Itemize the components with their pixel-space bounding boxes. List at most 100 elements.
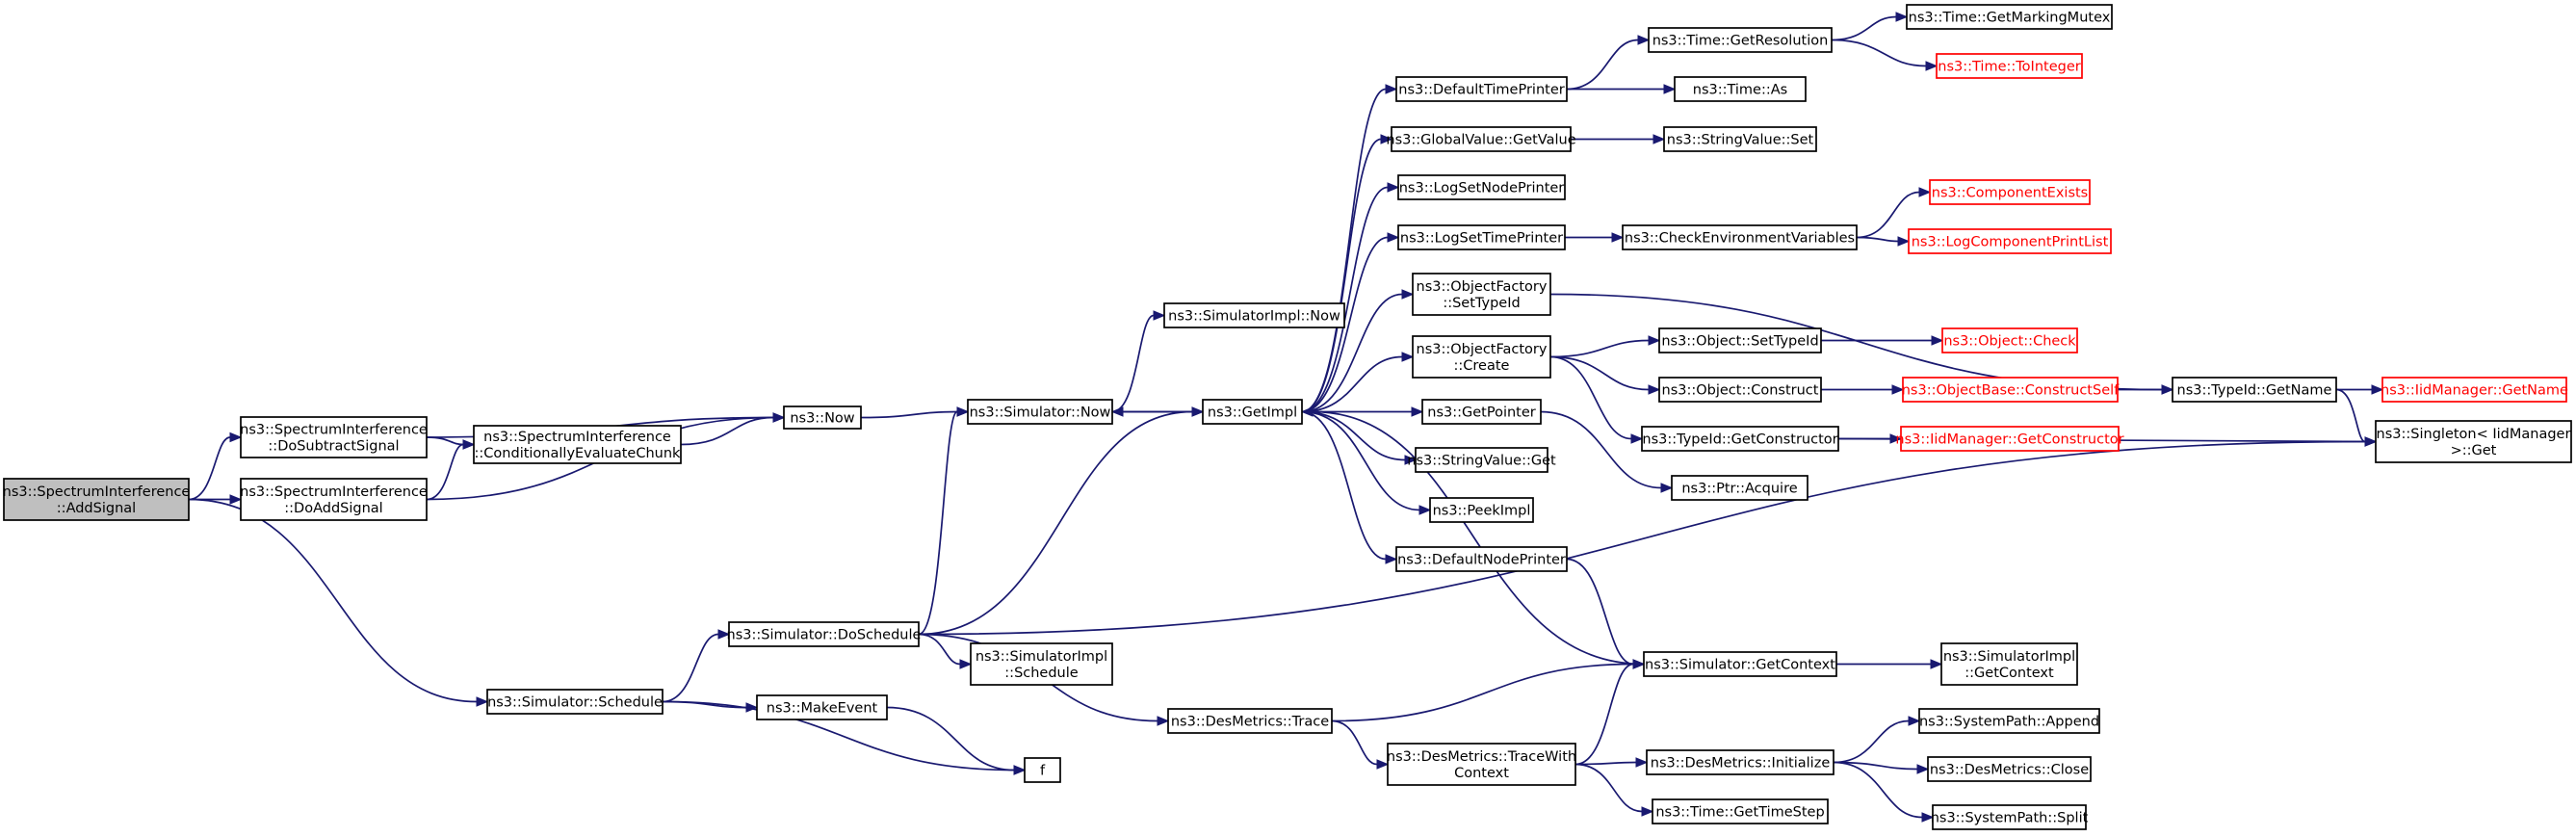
edge-arrowhead — [772, 412, 786, 423]
node-box — [486, 689, 664, 715]
node-now[interactable]: ns3::Now — [783, 405, 862, 430]
node-make-event[interactable]: ns3::MakeEvent — [756, 694, 888, 720]
node-objectbase-constructself[interactable]: ns3::ObjectBase::ConstructSelf — [1902, 377, 2120, 403]
node-add-signal[interactable]: ns3::SpectrumInterference::AddSignal — [3, 478, 191, 521]
node-label: ns3::StringValue::Get — [1407, 454, 1556, 469]
node-get-pointer[interactable]: ns3::GetPointer — [1421, 399, 1542, 425]
call-edge-get_impl-to-log_set_node_printer — [1301, 182, 1400, 413]
node-objfactory-create[interactable]: ns3::ObjectFactory::Create — [1412, 335, 1551, 379]
node-do-add[interactable]: ns3::SpectrumInterference::DoAddSignal — [240, 478, 428, 521]
node-desmetrics-close[interactable]: ns3::DesMetrics::Close — [1927, 756, 2092, 782]
call-edge-default_time_printer-to-time_as — [1567, 84, 1677, 94]
edge-arrowhead — [1891, 384, 1905, 395]
node-box — [1908, 228, 2112, 254]
edge-arrowhead — [1191, 406, 1205, 417]
node-box — [1163, 302, 1345, 328]
node-box — [1167, 708, 1333, 734]
node-object-check[interactable]: ns3::Object::Check — [1941, 327, 2078, 353]
edge-line — [1301, 410, 1387, 561]
call-edge-sim_getcontext-to-get_impl — [1300, 406, 1645, 666]
edge-arrowhead — [959, 659, 973, 669]
node-label: ns3::SpectrumInterference — [483, 430, 671, 445]
node-simimpl-now[interactable]: ns3::SimulatorImpl::Now — [1163, 302, 1345, 328]
edge-line — [1331, 719, 1378, 766]
edge-line — [426, 443, 464, 501]
node-default-node-printer[interactable]: ns3::DefaultNodePrinter — [1395, 546, 1568, 572]
node-label: ns3::IidManager::GetName — [2381, 383, 2568, 399]
node-label: ::DoSubtractSignal — [268, 439, 399, 455]
node-default-time-printer[interactable]: ns3::DefaultTimePrinter — [1395, 76, 1568, 102]
edge-line — [1301, 293, 1403, 413]
edge-arrowhead — [1648, 384, 1661, 395]
node-label: ns3::SimulatorImpl — [1943, 649, 2075, 665]
node-sim-doschedule[interactable]: ns3::Simulator::DoSchedule — [727, 621, 922, 647]
node-box — [1395, 76, 1568, 102]
node-label: ::SetTypeId — [1443, 296, 1520, 311]
node-f[interactable]: f — [1024, 757, 1061, 783]
node-label: ns3::GlobalValue::GetValue — [1386, 133, 1575, 148]
node-time-as[interactable]: ns3::Time::As — [1674, 76, 1807, 102]
node-simimpl-getcontext[interactable]: ns3::SimulatorImpl::GetContext — [1940, 642, 2078, 686]
node-ptr-acquire[interactable]: ns3::Ptr::Acquire — [1671, 475, 1808, 501]
node-time-get-timestep[interactable]: ns3::Time::GetTimeStep — [1652, 798, 1829, 824]
node-box — [1674, 76, 1807, 102]
node-get-impl[interactable]: ns3::GetImpl — [1202, 399, 1303, 425]
node-systempath-append[interactable]: ns3::SystemPath::Append — [1918, 708, 2100, 734]
node-iidmanager-getname[interactable]: ns3::IidManager::GetName — [2381, 377, 2568, 403]
edge-line — [1301, 355, 1403, 413]
node-box — [1643, 651, 1837, 677]
edge-line — [918, 410, 1193, 636]
edge-arrowhead — [1110, 406, 1124, 417]
node-sim-getcontext[interactable]: ns3::Simulator::GetContext — [1643, 651, 1837, 677]
edge-line — [426, 436, 464, 446]
node-log-set-time-printer[interactable]: ns3::LogSetTimePrinter — [1397, 224, 1566, 250]
edge-arrowhead — [1157, 716, 1170, 726]
edge-line — [1301, 88, 1387, 413]
node-desmetrics-initialize[interactable]: ns3::DesMetrics::Initialize — [1646, 749, 1834, 775]
node-cond-eval[interactable]: ns3::SpectrumInterference::Conditionally… — [473, 425, 682, 464]
node-log-component-print-list[interactable]: ns3::LogComponentPrintList — [1908, 228, 2112, 254]
call-edge-make_event-to-f — [886, 706, 1027, 775]
node-simimpl-schedule[interactable]: ns3::SimulatorImpl::Schedule — [970, 642, 1113, 686]
edge-arrowhead — [1930, 659, 1943, 669]
node-desmetrics-trace[interactable]: ns3::DesMetrics::Trace — [1167, 708, 1333, 734]
node-global-get-value[interactable]: ns3::GlobalValue::GetValue — [1386, 126, 1576, 152]
edge-arrowhead — [1401, 352, 1415, 362]
node-stringvalue-get[interactable]: ns3::StringValue::Get — [1407, 447, 1556, 473]
node-time-get-marking-mutex[interactable]: ns3::Time::GetMarkingMutex — [1906, 4, 2113, 30]
node-label: ns3::Object::SetTypeId — [1661, 334, 1818, 350]
node-typeid-getname[interactable]: ns3::TypeId::GetName — [2172, 377, 2337, 403]
node-do-subtract[interactable]: ns3::SpectrumInterference::DoSubtractSig… — [240, 416, 428, 458]
node-time-to-integer[interactable]: ns3::Time::ToInteger — [1936, 53, 2083, 79]
node-label: ns3::SystemPath::Append — [1919, 715, 2099, 730]
edge-arrowhead — [956, 406, 970, 417]
node-sim-schedule[interactable]: ns3::Simulator::Schedule — [486, 689, 664, 715]
node-time-get-resolution[interactable]: ns3::Time::GetResolution — [1648, 27, 1833, 53]
node-object-settypeid[interactable]: ns3::Object::SetTypeId — [1658, 327, 1822, 353]
node-check-env-vars[interactable]: ns3::CheckEnvironmentVariables — [1622, 224, 1858, 250]
node-typeid-getconstructor[interactable]: ns3::TypeId::GetConstructor — [1641, 426, 1839, 452]
call-edge-objectbase_constructself-to-typeid_getname — [2118, 384, 2174, 395]
node-component-exists[interactable]: ns3::ComponentExists — [1929, 179, 2091, 205]
node-log-set-node-printer[interactable]: ns3::LogSetNodePrinter — [1397, 174, 1566, 200]
node-iidmanager-getconstructor[interactable]: ns3::IidManager::GetConstructor — [1895, 426, 2124, 452]
node-label: ns3::Object::Check — [1943, 334, 2076, 350]
node-box — [1927, 756, 2092, 782]
node-peek-impl[interactable]: ns3::PeekImpl — [1429, 497, 1534, 523]
node-label: Context — [1454, 766, 1509, 781]
node-label: ns3::SimulatorImpl::Now — [1168, 309, 1340, 325]
node-box — [1024, 757, 1061, 783]
node-object-construct[interactable]: ns3::Object::Construct — [1658, 377, 1822, 403]
node-sim-now[interactable]: ns3::Simulator::Now — [967, 399, 1113, 425]
node-singleton-get[interactable]: ns3::Singleton< IidManager >::Get — [2375, 420, 2572, 463]
edge-arrowhead — [462, 439, 476, 450]
node-box — [1412, 273, 1551, 316]
node-stringvalue-set[interactable]: ns3::StringValue::Set — [1663, 126, 1817, 152]
node-systempath-split[interactable]: ns3::SystemPath::Split — [1931, 804, 2089, 830]
edge-line — [1574, 761, 1637, 766]
edge-line — [1574, 763, 1643, 813]
edge-line — [1549, 339, 1650, 358]
node-objfactory-settypeid[interactable]: ns3::ObjectFactory::SetTypeId — [1412, 273, 1551, 316]
